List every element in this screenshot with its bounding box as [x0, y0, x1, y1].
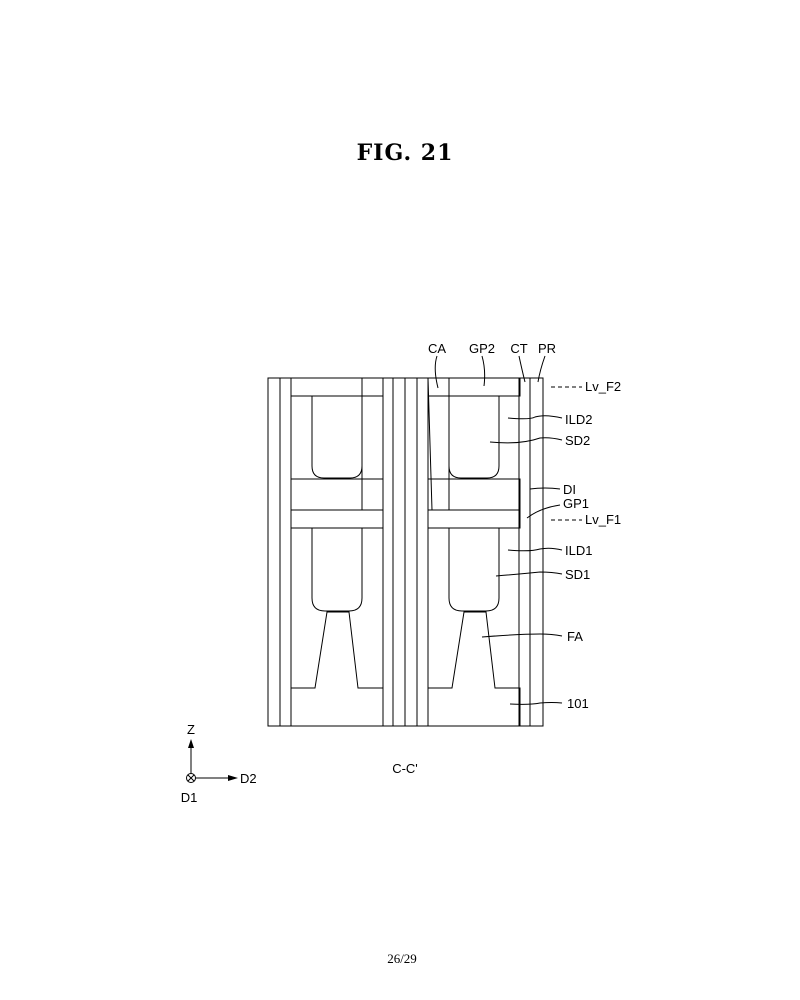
arrow-right-icon [228, 775, 238, 781]
label-lv-f2: Lv_F2 [585, 379, 621, 394]
gp2-layer [427, 377, 521, 397]
pr-wall-right [529, 377, 544, 727]
arrow-up-icon [188, 739, 194, 748]
label-fa: FA [567, 629, 583, 644]
sd2-region [448, 396, 500, 479]
pr-wall-middle-a [392, 377, 406, 727]
cell-2 [427, 377, 521, 727]
label-gp2: GP2 [469, 341, 495, 356]
axis-d2-label: D2 [240, 771, 257, 786]
label-ild2: ILD2 [565, 412, 592, 427]
fin-fa-and-substrate [427, 611, 521, 727]
label-sd2: SD2 [565, 433, 590, 448]
page-number: 26/29 [387, 951, 417, 966]
label-lv-f1: Lv_F1 [585, 512, 621, 527]
layer-labels: CA GP2 CT PR Lv_F2 ILD2 SD2 DI GP1 Lv_F1… [428, 341, 621, 711]
gp1-layer [427, 509, 521, 529]
axis-z-label: Z [187, 722, 195, 737]
ct-liner [518, 377, 531, 727]
ct-liner [382, 377, 394, 727]
section-label: C-C' [392, 761, 418, 776]
into-page-icon [186, 773, 196, 783]
figure-title: FIG. 21 [357, 140, 454, 166]
sd2-region [311, 396, 363, 479]
ca-contact [361, 377, 384, 511]
label-substrate: 101 [567, 696, 589, 711]
gp1-layer [290, 509, 384, 529]
gp2-layer [290, 377, 384, 397]
pr-wall-middle-b [404, 377, 418, 727]
label-sd1: SD1 [565, 567, 590, 582]
label-pr: PR [538, 341, 556, 356]
axis-d1-label: D1 [181, 790, 198, 805]
label-gp1: GP1 [563, 496, 589, 511]
leader-lines [434, 355, 582, 705]
pr-wall-left [267, 377, 281, 727]
label-ct: CT [510, 341, 527, 356]
ct-liner [416, 377, 429, 727]
sd1-region [448, 528, 500, 612]
fin-fa-and-substrate [290, 611, 384, 727]
label-ca: CA [428, 341, 446, 356]
di-layer [290, 478, 384, 511]
label-ild1: ILD1 [565, 543, 592, 558]
sd1-region [311, 528, 363, 612]
label-di: DI [563, 482, 576, 497]
cross-section-diagram [267, 377, 544, 727]
axis-indicator: Z D2 D1 [181, 722, 257, 805]
di-layer [427, 478, 521, 511]
ca-contact [427, 377, 450, 511]
cell-1 [290, 377, 384, 727]
ct-liner [279, 377, 292, 727]
